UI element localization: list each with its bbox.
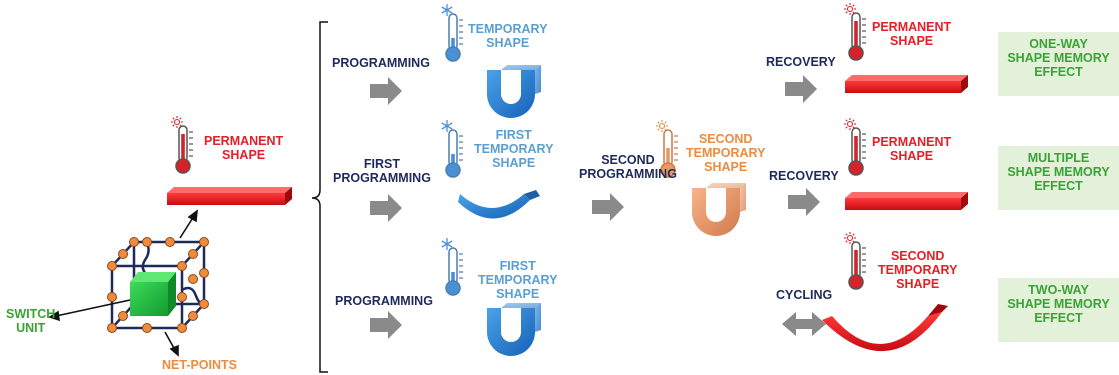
thermometer-cold-icon — [441, 3, 464, 62]
row3-step2-label: CYCLING — [776, 288, 833, 302]
arrow-icon — [370, 77, 402, 105]
row1-step1-label: PROGRAMMING — [332, 56, 430, 70]
permanent-shape-bar — [845, 192, 968, 210]
pointer-arrows — [48, 209, 198, 357]
row3-shape2-label: SECOND TEMPORARY SHAPE — [878, 249, 958, 291]
thermometer-hot-icon — [843, 117, 867, 176]
net-point-dots — [107, 237, 209, 333]
row2-shape2-label: PERMANENT SHAPE — [872, 135, 952, 163]
row3-step1-label: PROGRAMMING — [335, 294, 433, 308]
row2-shape1-label: FIRST TEMPORARY SHAPE — [474, 128, 554, 170]
effect-box-multiple: MULTIPLE SHAPE MEMORY EFFECT — [998, 146, 1119, 210]
thermometer-hot-icon — [843, 231, 867, 290]
row1-shape2-label: PERMANENT SHAPE — [872, 20, 952, 48]
permanent-shape-bar — [167, 187, 292, 205]
effect-box-two-way: TWO-WAY SHAPE MEMORY EFFECT — [998, 278, 1119, 342]
temporary-shape-horseshoe — [487, 303, 541, 356]
second-temporary-shape-curve — [822, 304, 948, 352]
double-arrow-icon — [782, 312, 826, 336]
branch-brace — [311, 21, 328, 373]
row2-step1-label: FIRST PROGRAMMING — [333, 157, 431, 185]
switch-unit-label: SWITCH UNIT — [6, 307, 56, 335]
permanent-shape-bar — [845, 75, 968, 93]
thermometer-hot-icon — [843, 2, 867, 61]
effect-box-one-way: ONE-WAY SHAPE MEMORY EFFECT — [998, 32, 1119, 96]
row2-shape-mid-label: SECOND TEMPORARY SHAPE — [686, 132, 766, 174]
row3-shape1-label: FIRST TEMPORARY SHAPE — [478, 259, 558, 301]
net-points-label: NET-POINTS — [162, 358, 238, 372]
arrow-icon — [592, 193, 624, 221]
arrow-icon — [788, 188, 820, 216]
permanent-shape-label: PERMANENT SHAPE — [204, 134, 284, 162]
arrow-icon — [785, 75, 817, 103]
row2-step-mid-label: SECOND PROGRAMMING — [579, 153, 677, 181]
thermometer-cold-icon — [441, 119, 464, 178]
thermometer-cold-icon — [441, 237, 464, 296]
switch-unit-cube — [130, 272, 176, 316]
row1-step2-label: RECOVERY — [766, 55, 836, 69]
temporary-shape-horseshoe — [487, 65, 541, 118]
second-temporary-shape-horseshoe — [692, 183, 746, 236]
row2-step2-label: RECOVERY — [769, 169, 839, 183]
arrow-icon — [370, 311, 402, 339]
thermometer-hot-icon — [170, 115, 194, 174]
first-temporary-shape-curve — [458, 190, 540, 219]
arrow-icon — [370, 194, 402, 222]
row1-shape1-label: TEMPORARY SHAPE — [468, 22, 548, 50]
